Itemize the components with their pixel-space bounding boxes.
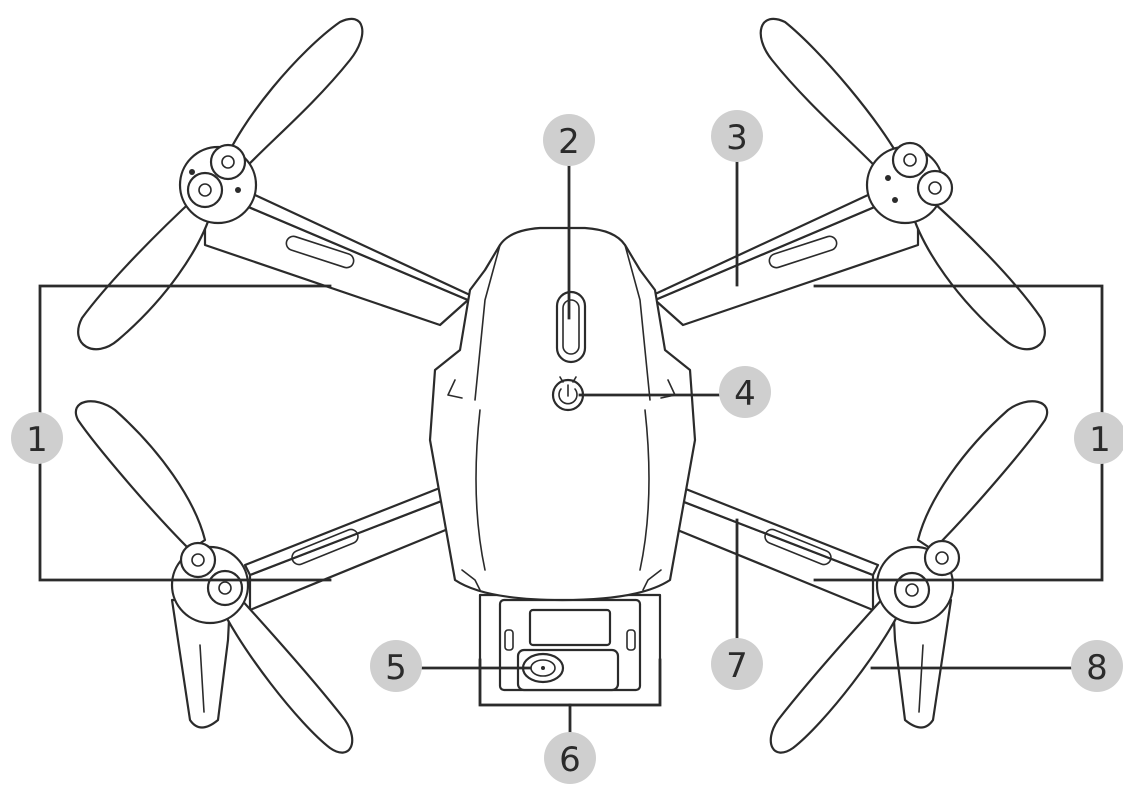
svg-text:3: 3 xyxy=(726,118,748,158)
svg-text:5: 5 xyxy=(385,648,407,688)
svg-text:1: 1 xyxy=(1089,420,1111,460)
arm-front-left xyxy=(203,193,472,327)
callout-5: 5 xyxy=(370,640,422,692)
landing-leg-left xyxy=(170,598,232,729)
propeller-rear-left xyxy=(74,400,354,754)
motor-front-right xyxy=(865,141,954,225)
arm-rear-left xyxy=(243,478,472,612)
svg-text:4: 4 xyxy=(734,374,756,414)
svg-text:8: 8 xyxy=(1086,648,1108,688)
propeller-front-right xyxy=(759,17,1046,351)
callout-2: 2 xyxy=(543,114,595,166)
landing-leg-right xyxy=(891,598,953,729)
callout-8: 8 xyxy=(1071,640,1123,692)
svg-text:2: 2 xyxy=(558,122,580,162)
motor-front-left xyxy=(178,143,258,225)
svg-text:7: 7 xyxy=(726,646,748,686)
svg-text:6: 6 xyxy=(559,740,581,780)
propeller-front-left xyxy=(77,17,364,351)
callout-3: 3 xyxy=(711,110,763,162)
callout-1-right: 1 xyxy=(1074,412,1123,464)
arm-front-right xyxy=(651,193,920,327)
propeller-rear-right xyxy=(769,400,1049,754)
motor-rear-right xyxy=(875,539,961,625)
callout-1-left: 1 xyxy=(11,412,63,464)
callout-4: 4 xyxy=(719,366,771,418)
svg-text:1: 1 xyxy=(26,420,48,460)
motor-rear-left xyxy=(170,541,250,625)
camera-gimbal xyxy=(478,593,662,707)
callout-6: 6 xyxy=(544,732,596,784)
status-light xyxy=(555,290,587,364)
power-button xyxy=(551,376,585,412)
arm-rear-right xyxy=(651,478,880,612)
callout-7: 7 xyxy=(711,638,763,690)
drone-body xyxy=(428,226,697,602)
